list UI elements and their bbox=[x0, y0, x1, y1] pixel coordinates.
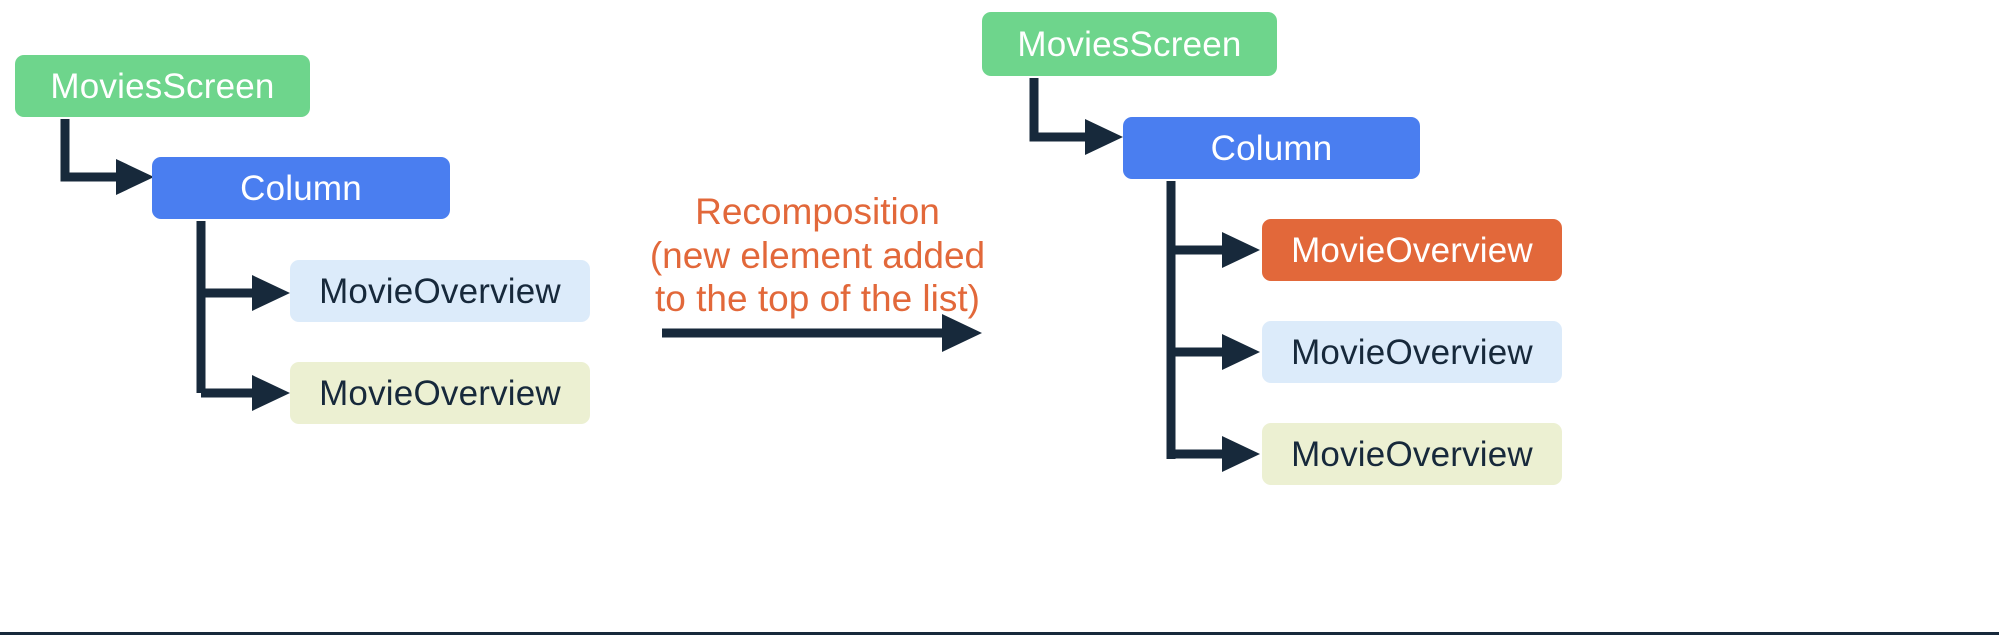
before-node-movies-screen: MoviesScreen bbox=[15, 55, 310, 117]
after-node-movies-screen-label: MoviesScreen bbox=[1017, 24, 1242, 64]
before-node-movies-screen-label: MoviesScreen bbox=[50, 66, 275, 106]
after-node-movie-overview-new-label: MovieOverview bbox=[1291, 230, 1533, 270]
bottom-divider bbox=[0, 632, 1999, 635]
after-node-movie-overview-1-label: MovieOverview bbox=[1291, 332, 1533, 372]
before-connector-root-to-column bbox=[60, 117, 170, 197]
after-node-movies-screen: MoviesScreen bbox=[982, 12, 1277, 76]
before-node-column-label: Column bbox=[240, 168, 362, 208]
after-node-column: Column bbox=[1123, 117, 1420, 179]
recomposition-caption: Recomposition (new element added to the … bbox=[649, 191, 986, 320]
after-node-column-label: Column bbox=[1210, 128, 1333, 168]
after-node-movie-overview-new: MovieOverview bbox=[1262, 219, 1562, 281]
before-connector-column-to-children bbox=[196, 219, 316, 411]
before-node-movie-overview-1-label: MovieOverview bbox=[319, 271, 561, 311]
after-node-movie-overview-2-label: MovieOverview bbox=[1291, 434, 1533, 474]
recomposition-transition-arrow bbox=[660, 312, 985, 354]
after-connector-column-to-children bbox=[1166, 179, 1286, 472]
before-node-movie-overview-2: MovieOverview bbox=[290, 362, 590, 424]
after-connector-root-to-column bbox=[1029, 76, 1139, 158]
before-node-column: Column bbox=[152, 157, 450, 219]
after-node-movie-overview-1: MovieOverview bbox=[1262, 321, 1562, 383]
after-node-movie-overview-2: MovieOverview bbox=[1262, 423, 1562, 485]
before-node-movie-overview-2-label: MovieOverview bbox=[319, 373, 561, 413]
before-node-movie-overview-1: MovieOverview bbox=[290, 260, 590, 322]
